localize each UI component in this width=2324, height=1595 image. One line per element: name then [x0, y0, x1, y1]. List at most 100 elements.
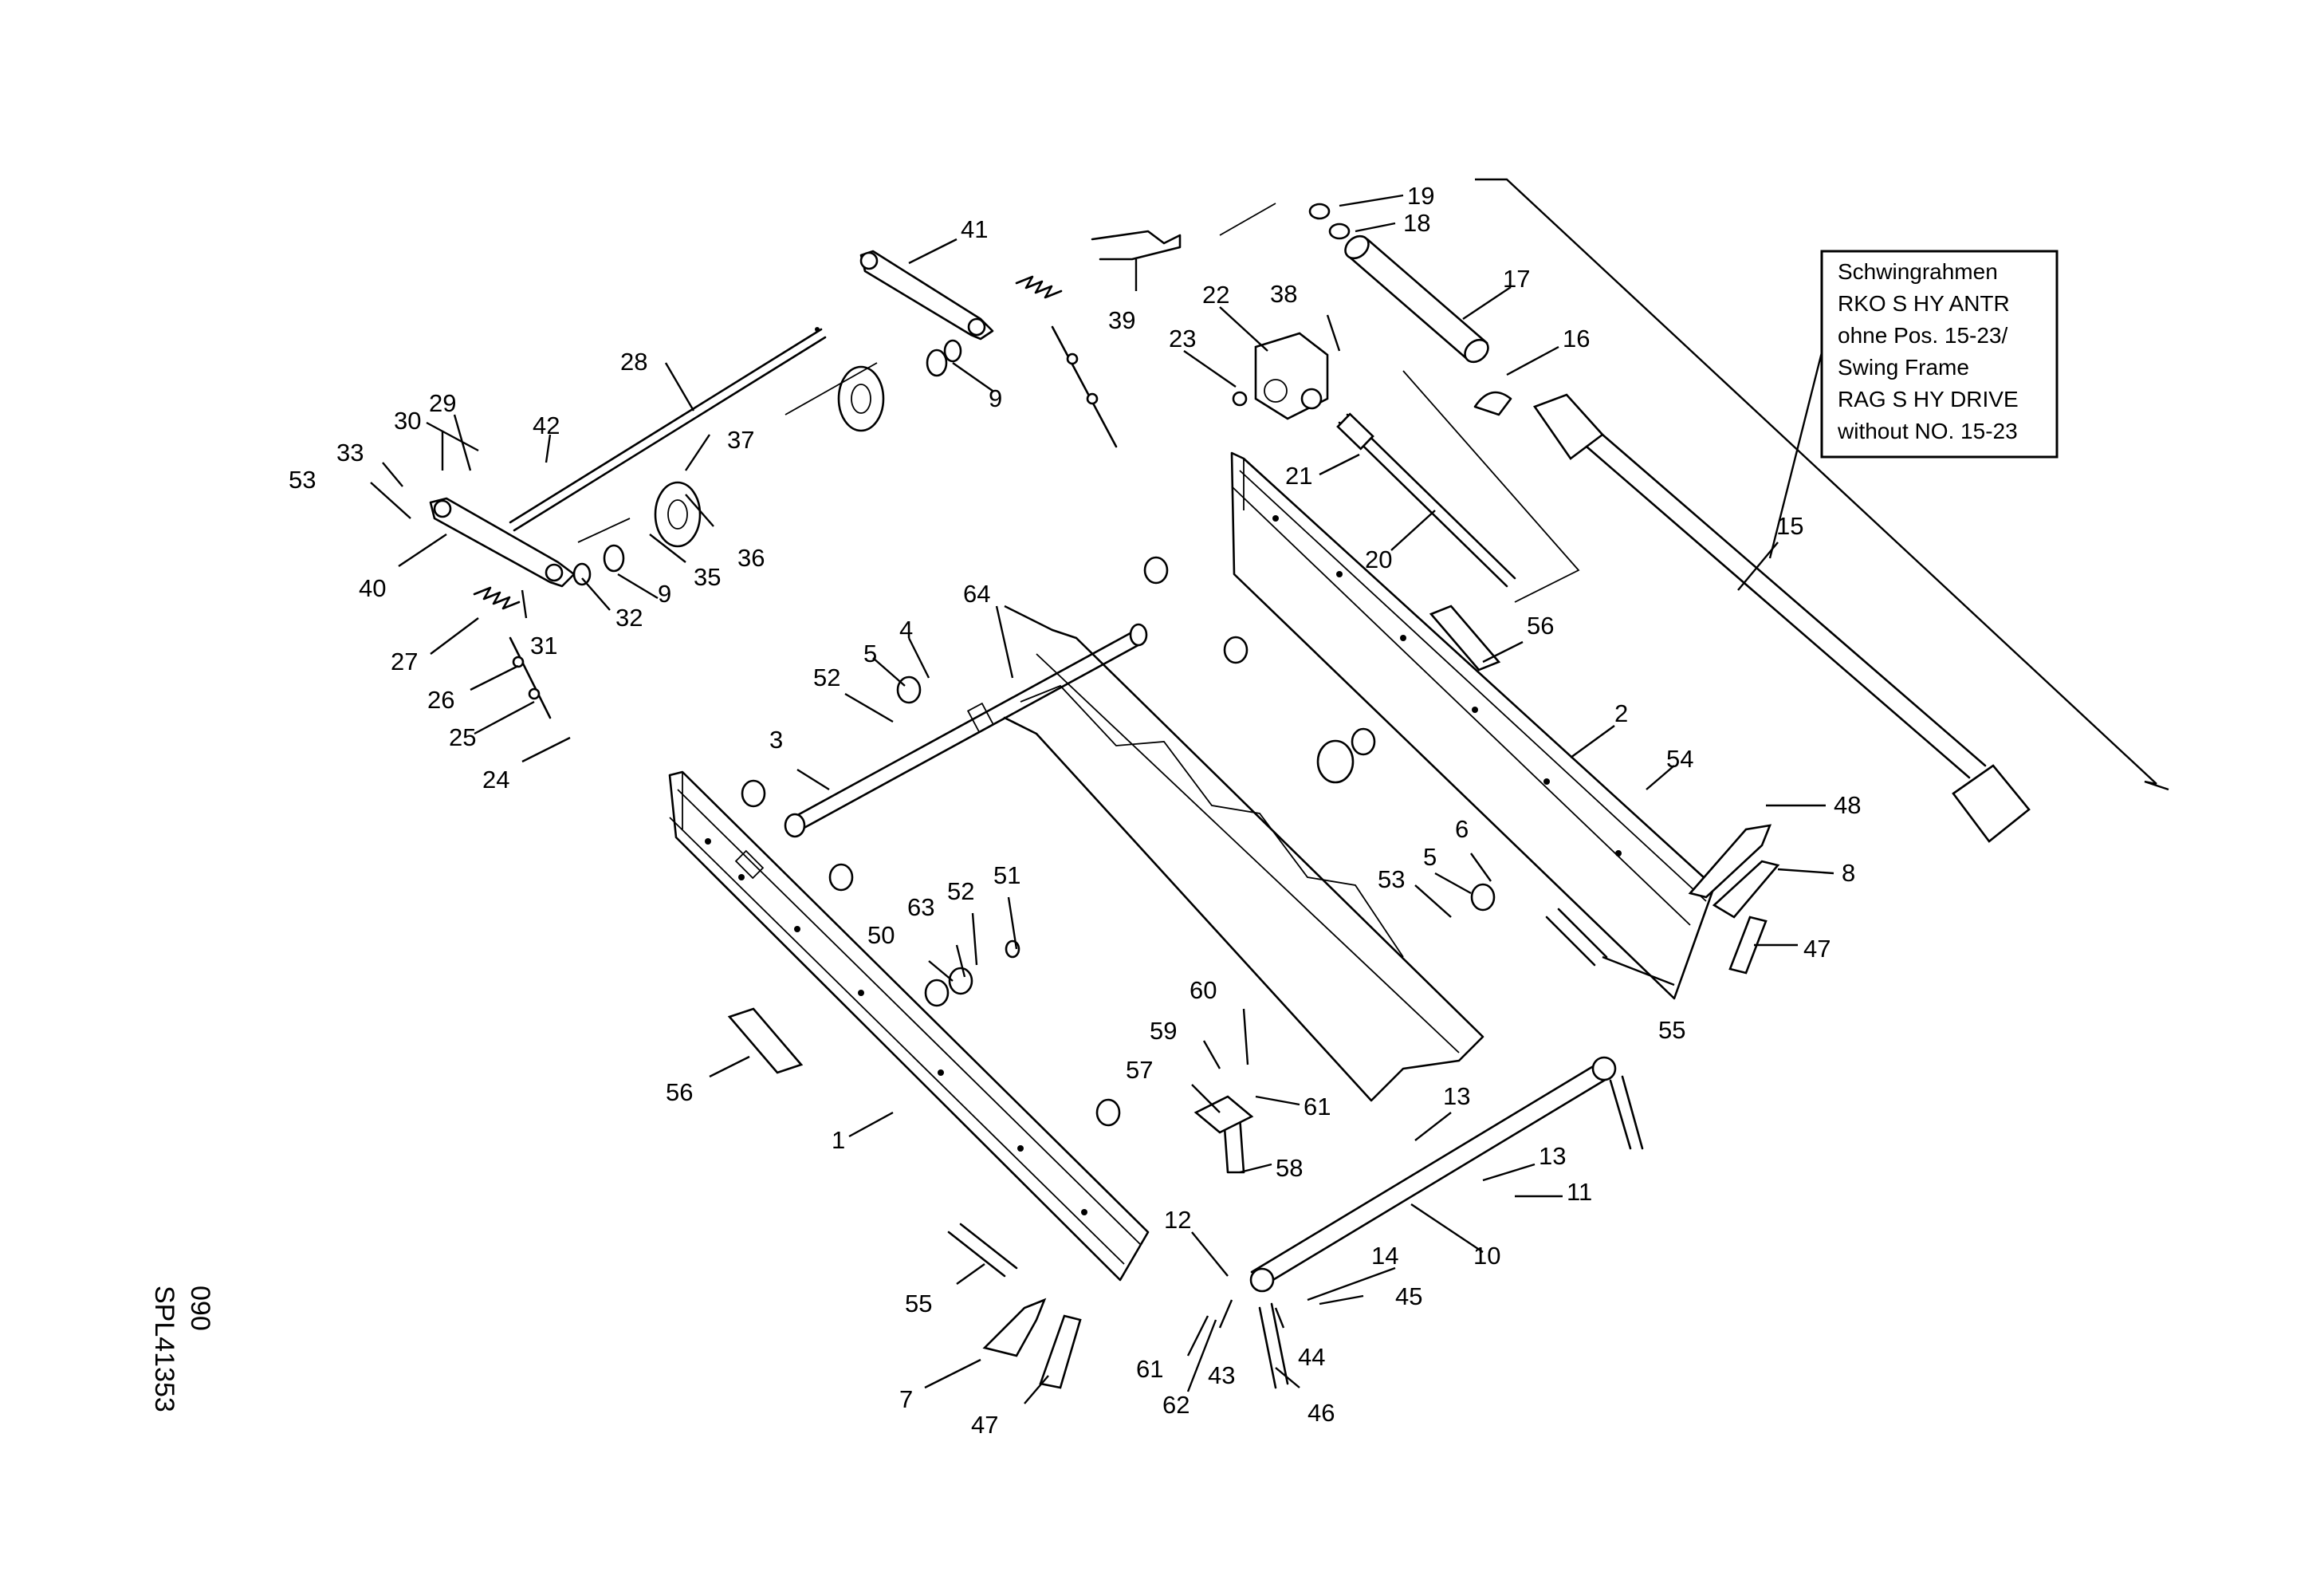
callout-15: 15	[1776, 512, 1803, 540]
callout-46: 46	[1307, 1399, 1335, 1427]
callout-labels: 1 2 3 4 5 5 6 7 8 9 9 10 11 12 13 13 14 …	[289, 182, 1861, 1439]
callout-32: 32	[615, 604, 643, 632]
callout-24: 24	[482, 766, 509, 794]
bracket-48	[1688, 824, 1772, 899]
callout-52a: 52	[813, 664, 840, 691]
callout-20: 20	[1365, 545, 1392, 573]
callout-33: 33	[336, 439, 364, 467]
callout-41: 41	[961, 215, 988, 243]
bar-55-left	[947, 1223, 1018, 1278]
note-line-1: Schwingrahmen	[1838, 259, 1998, 284]
callout-52b: 52	[947, 877, 974, 905]
callout-40: 40	[359, 574, 386, 602]
callout-64: 64	[963, 580, 990, 608]
callout-54: 54	[1666, 745, 1693, 773]
callout-9a: 9	[989, 384, 1002, 412]
swing-bar	[1249, 1056, 1644, 1293]
note-line-6: without NO. 15-23	[1837, 419, 2018, 443]
callout-60: 60	[1190, 976, 1217, 1004]
tube-17	[1308, 203, 1489, 364]
callout-21: 21	[1285, 462, 1312, 490]
callout-59: 59	[1150, 1017, 1177, 1045]
callout-27: 27	[391, 648, 418, 675]
callout-47a: 47	[971, 1411, 998, 1439]
side-plate-right	[1230, 451, 1716, 1000]
hydraulic-cylinder	[1473, 391, 2031, 843]
callout-47b: 47	[1803, 935, 1830, 963]
callout-16: 16	[1563, 325, 1590, 352]
callout-45: 45	[1395, 1282, 1422, 1310]
callout-51: 51	[993, 861, 1020, 889]
callout-2: 2	[1614, 699, 1628, 727]
bar-55-right	[1545, 908, 1608, 967]
callout-5a: 5	[863, 640, 877, 668]
callout-17: 17	[1503, 265, 1530, 293]
callout-8: 8	[1842, 859, 1855, 887]
callout-13b: 13	[1539, 1142, 1566, 1170]
callout-23: 23	[1169, 325, 1196, 352]
note-line-5: RAG S HY DRIVE	[1838, 387, 2019, 412]
callout-38: 38	[1270, 280, 1297, 308]
callout-31: 31	[530, 632, 557, 660]
callout-35: 35	[694, 563, 721, 591]
spring-upper	[1015, 275, 1118, 448]
callout-28: 28	[620, 348, 647, 376]
swing-arm-right	[859, 250, 994, 341]
drawing-number: SPL41353	[149, 1286, 179, 1412]
bracket-8	[1712, 860, 1780, 919]
callout-63: 63	[907, 893, 934, 921]
gearbox	[1232, 332, 1329, 420]
callout-57: 57	[1126, 1056, 1153, 1084]
callout-19: 19	[1407, 182, 1434, 210]
callout-18: 18	[1403, 209, 1430, 237]
callout-6: 6	[1455, 815, 1469, 843]
callout-29: 29	[429, 389, 456, 417]
callout-53a: 53	[289, 466, 316, 494]
callout-30: 30	[394, 407, 421, 435]
bracket-39	[1091, 230, 1182, 261]
note-line-3: ohne Pos. 15-23/	[1838, 323, 2007, 348]
callout-58: 58	[1276, 1154, 1303, 1182]
drive-shaft	[1336, 412, 1516, 588]
cross-plate	[1003, 628, 1484, 1102]
foot-47-left	[1039, 1314, 1082, 1389]
upper-shaft	[509, 327, 827, 532]
callout-42: 42	[533, 412, 560, 439]
spring-27	[473, 586, 552, 719]
cross-shaft	[784, 623, 1148, 838]
callout-55b: 55	[1658, 1016, 1685, 1044]
swing-arm-left	[429, 497, 576, 588]
callout-13a: 13	[1443, 1082, 1470, 1110]
callout-3: 3	[769, 726, 783, 754]
note-box: Schwingrahmen RKO S HY ANTR ohne Pos. 15…	[1820, 250, 2059, 459]
callout-7: 7	[899, 1385, 913, 1413]
callout-36: 36	[737, 544, 765, 572]
callout-22: 22	[1202, 281, 1229, 309]
foot-47-right	[1728, 916, 1768, 975]
part-drawings	[429, 203, 2031, 1389]
side-plate-left	[668, 770, 1150, 1282]
washers	[741, 556, 1496, 1127]
note-line-4: Swing Frame	[1838, 355, 1969, 380]
callout-62: 62	[1162, 1391, 1190, 1419]
callout-37: 37	[727, 426, 754, 454]
callout-43: 43	[1208, 1361, 1235, 1389]
callout-1: 1	[832, 1126, 845, 1154]
callout-56a: 56	[666, 1078, 693, 1106]
note-line-2: RKO S HY ANTR	[1838, 291, 2010, 316]
callout-9b: 9	[658, 580, 671, 608]
drawing-reference: SPL41353 090	[149, 1286, 215, 1412]
callout-56b: 56	[1527, 612, 1554, 640]
pin-46	[1258, 1302, 1289, 1389]
callout-39: 39	[1108, 306, 1135, 334]
u-bolt-58	[1193, 1095, 1254, 1174]
callout-25: 25	[449, 723, 476, 751]
callout-12: 12	[1164, 1206, 1191, 1234]
callout-11: 11	[1567, 1178, 1592, 1206]
callout-44: 44	[1298, 1343, 1325, 1371]
callout-61b: 61	[1136, 1355, 1163, 1383]
callout-55a: 55	[905, 1290, 932, 1317]
bracket-7	[982, 1298, 1047, 1357]
bracket-56-left	[727, 1007, 804, 1074]
